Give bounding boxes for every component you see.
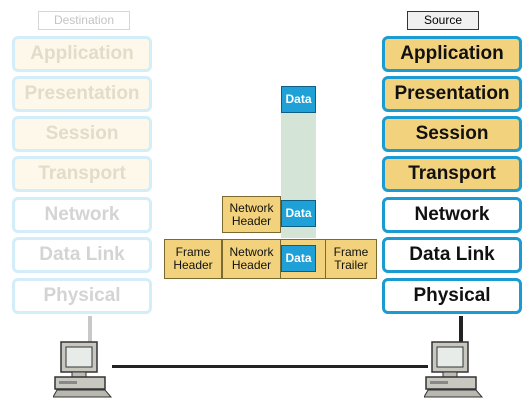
network-link-cable [112, 365, 428, 368]
frame-network-header-box: Network Header [222, 239, 281, 279]
dest-layer-application: Application [12, 36, 152, 72]
dest-layer-data-link: Data Link [12, 237, 152, 273]
destination-label: Destination [38, 11, 130, 30]
src-layer-application: Application [382, 36, 522, 72]
dest-layer-physical: Physical [12, 278, 152, 314]
computer-icon [52, 340, 113, 403]
src-layer-session: Session [382, 116, 522, 152]
destination-drop-cable [88, 316, 92, 346]
src-layer-data-link: Data Link [382, 237, 522, 273]
dest-layer-network: Network [12, 197, 152, 233]
dest-layer-session: Session [12, 116, 152, 152]
frame-trailer-box: Frame Trailer [325, 239, 377, 279]
source-drop-cable [459, 316, 463, 346]
dest-layer-presentation: Presentation [12, 76, 152, 112]
src-layer-presentation: Presentation [382, 76, 522, 112]
packet-data-box: Data [281, 200, 316, 227]
src-layer-network: Network [382, 197, 522, 233]
dest-layer-transport: Transport [12, 156, 152, 192]
src-layer-transport: Transport [382, 156, 522, 192]
frame-header-box: Frame Header [164, 239, 222, 279]
frame-data-box: Data [281, 245, 316, 272]
src-layer-physical: Physical [382, 278, 522, 314]
source-label: Source [407, 11, 479, 30]
data-pdu: Data [281, 86, 316, 113]
computer-icon [423, 340, 484, 403]
network-header-box: Network Header [222, 196, 281, 233]
